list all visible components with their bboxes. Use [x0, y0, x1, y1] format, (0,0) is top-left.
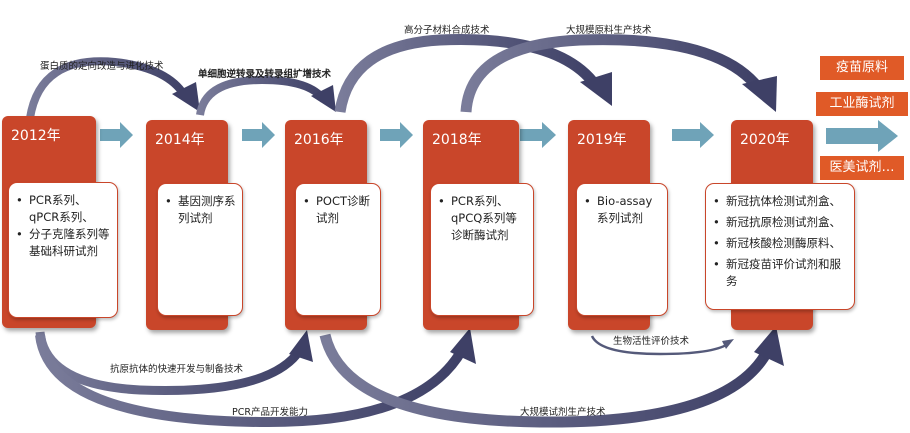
- flow-arrow-3: [380, 122, 413, 148]
- milestone-content-2020: 新冠抗体检测试剂盒、 新冠抗原检测试剂盒、 新冠核酸检测酶原料、 新冠疫苗评价试…: [705, 183, 855, 310]
- label-protein-evolution: 蛋白质的定向改造与进化技术: [40, 61, 164, 72]
- milestone-year-2014: 2014年: [155, 132, 205, 148]
- label-bulk-raw-material: 大规模原料生产技术: [566, 25, 652, 36]
- label-rt-amplification: 单细胞逆转录及转录组扩增技术: [198, 69, 332, 80]
- milestone-content-2019: Bio-assay系列试剂: [576, 183, 668, 316]
- flow-arrow-5: [672, 122, 714, 148]
- milestone-item: PCR系列、qPCR系列、: [16, 192, 111, 226]
- label-bulk-reagent: 大规模试剂生产技术: [520, 407, 606, 418]
- arc-pcr-development: [35, 328, 476, 428]
- arc-polymer-synthesis: [334, 34, 612, 113]
- milestone-item: 新冠抗体检测试剂盒、: [713, 193, 848, 210]
- label-antigen-antibody: 抗原抗体的快速开发与制备技术: [110, 364, 244, 375]
- milestone-item: 新冠抗原检测试剂盒、: [713, 214, 848, 231]
- label-pcr-development: PCR产品开发能力: [232, 407, 308, 418]
- milestone-item: PCR系列、qPCQ系列等诊断酶试剂: [438, 193, 527, 244]
- milestone-year-2016: 2016年: [294, 132, 344, 148]
- milestone-content-2018: PCR系列、qPCQ系列等诊断酶试剂: [430, 183, 534, 316]
- tag-cosmetic-reagent: 医美试剂…: [820, 156, 904, 180]
- label-polymer-synthesis: 高分子材料合成技术: [404, 25, 490, 36]
- milestone-year-2020: 2020年: [740, 132, 790, 148]
- arc-bioactivity-eval: [590, 335, 734, 356]
- arc-bulk-reagent: [319, 326, 784, 428]
- flow-arrow-4: [520, 122, 556, 148]
- milestone-item: 新冠核酸检测酶原料、: [713, 235, 848, 252]
- milestone-content-2016: POCT诊断试剂: [295, 183, 381, 316]
- label-bioactivity-eval: 生物活性评价技术: [613, 336, 690, 347]
- tag-vaccine-material: 疫苗原料: [820, 56, 904, 80]
- flow-arrow-2: [242, 122, 275, 148]
- milestone-item: POCT诊断试剂: [303, 193, 374, 227]
- milestone-year-2019: 2019年: [577, 132, 627, 148]
- milestone-year-2018: 2018年: [432, 132, 482, 148]
- milestone-item: 基因测序系列试剂: [165, 193, 236, 227]
- milestone-item: 新冠疫苗评价试剂和服务: [713, 256, 848, 290]
- tag-industrial-enzyme: 工业酶试剂: [816, 92, 908, 116]
- flow-arrow-final: [826, 120, 898, 152]
- arc-bulk-raw-material: [460, 34, 777, 113]
- milestone-content-2014: 基因测序系列试剂: [157, 183, 243, 316]
- arc-protein-evolution: [26, 57, 200, 119]
- arc-rt-amplification: [196, 75, 336, 116]
- milestone-year-2012: 2012年: [11, 128, 61, 144]
- milestone-content-2012: PCR系列、qPCR系列、 分子克隆系列等基础科研试剂: [8, 182, 118, 318]
- milestone-item: Bio-assay系列试剂: [584, 193, 661, 227]
- milestone-item: 分子克隆系列等基础科研试剂: [16, 226, 111, 260]
- flow-arrow-1: [100, 122, 133, 148]
